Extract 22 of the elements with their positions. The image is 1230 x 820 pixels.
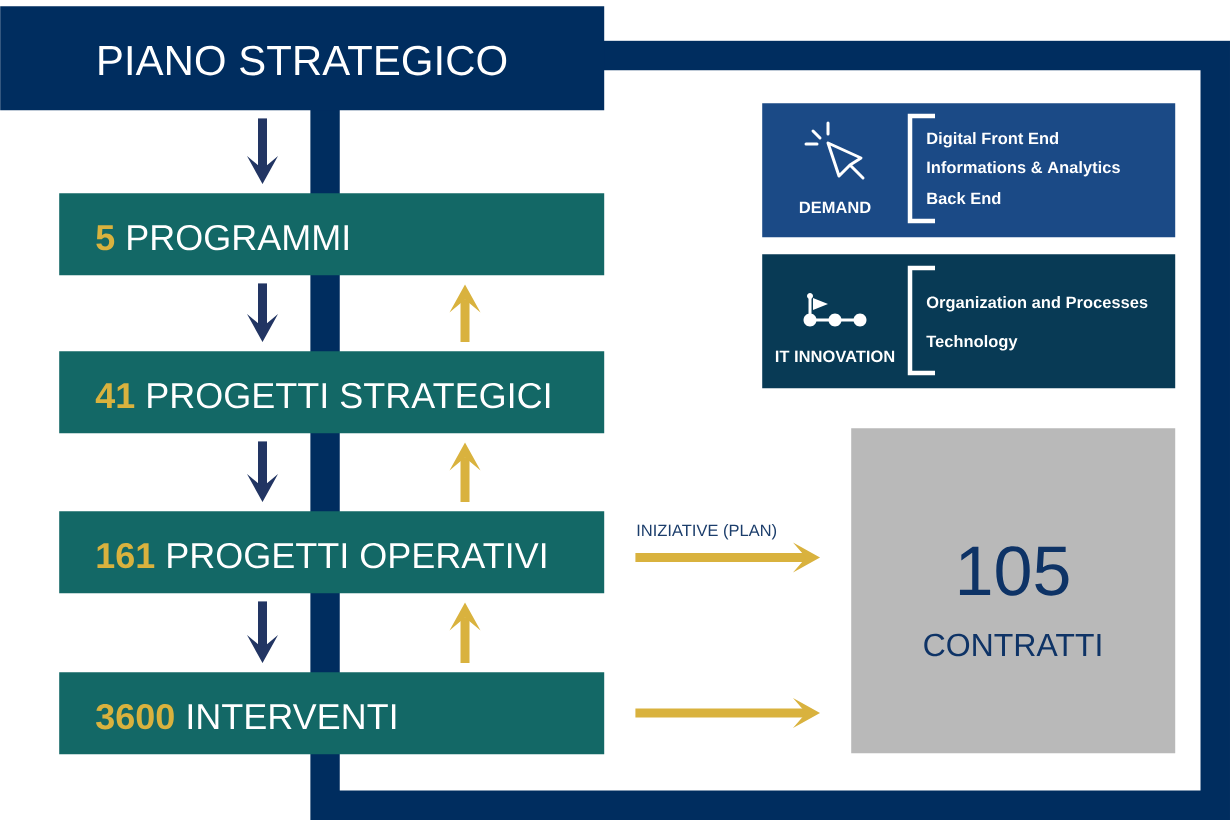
header-box: PIANO STRATEGICO: [0, 6, 605, 111]
arrow: [449, 602, 481, 663]
panel-label: DEMAND: [799, 201, 871, 213]
list-item: Organization and Processes: [926, 296, 1148, 312]
list-item: Informations & Analytics: [927, 161, 1120, 177]
arrow: [247, 283, 278, 342]
list-item: Digital Front End: [927, 132, 1059, 148]
panel-label: IT INNOVATION: [775, 350, 895, 363]
edge-label: INIZIATIVE (PLAN): [635, 523, 779, 541]
level-box: 161 PROGETTI OPERATIVI: [59, 511, 605, 594]
arrow: [449, 284, 481, 342]
level-box: 3600 INTERVENTI: [59, 672, 605, 755]
count-box: 105 CONTRATTI: [851, 428, 1176, 754]
level-box: 5 PROGRAMMI: [59, 193, 605, 276]
list-item: Back End: [927, 192, 1001, 205]
arrow: [247, 601, 278, 663]
arrow: [635, 698, 820, 728]
arrow: [449, 442, 481, 502]
level-box: 41 PROGETTI STRATEGICI: [59, 351, 605, 434]
list-item: Technology: [926, 335, 1018, 351]
arrow: [247, 441, 278, 502]
arrow: [635, 542, 820, 573]
